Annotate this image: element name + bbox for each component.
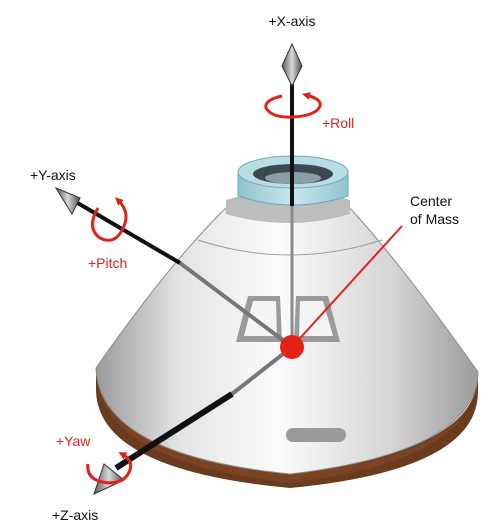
- pitch-label: +Pitch: [88, 255, 127, 271]
- capsule-seam: [197, 239, 383, 256]
- y-axis-arrowhead: [54, 186, 81, 216]
- y-axis-line-inner: [178, 261, 294, 349]
- x-axis-label: +X-axis: [268, 13, 315, 29]
- center-of-mass-dot: [280, 335, 304, 359]
- z-axis-line-inner: [230, 345, 294, 396]
- z-axis-line: [114, 391, 234, 471]
- yaw-label: +Yaw: [56, 433, 91, 449]
- center-of-mass-pointer: [291, 225, 403, 348]
- hatch-slot: [286, 428, 346, 442]
- center-of-mass-label-line2: of Mass: [410, 211, 459, 227]
- center-of-mass-label-line1: Center: [410, 193, 452, 209]
- roll-label: +Roll: [322, 115, 354, 131]
- yaw-arrow-icon: [86, 452, 133, 485]
- z-axis-arrowhead: [93, 463, 125, 495]
- roll-arrow-icon: [264, 92, 322, 119]
- z-axis-label: +Z-axis: [52, 507, 98, 523]
- x-axis-arrowhead: [281, 42, 303, 88]
- y-axis-label: +Y-axis: [30, 167, 76, 183]
- pitch-arrow-icon: [91, 197, 128, 242]
- y-axis-line: [74, 200, 182, 265]
